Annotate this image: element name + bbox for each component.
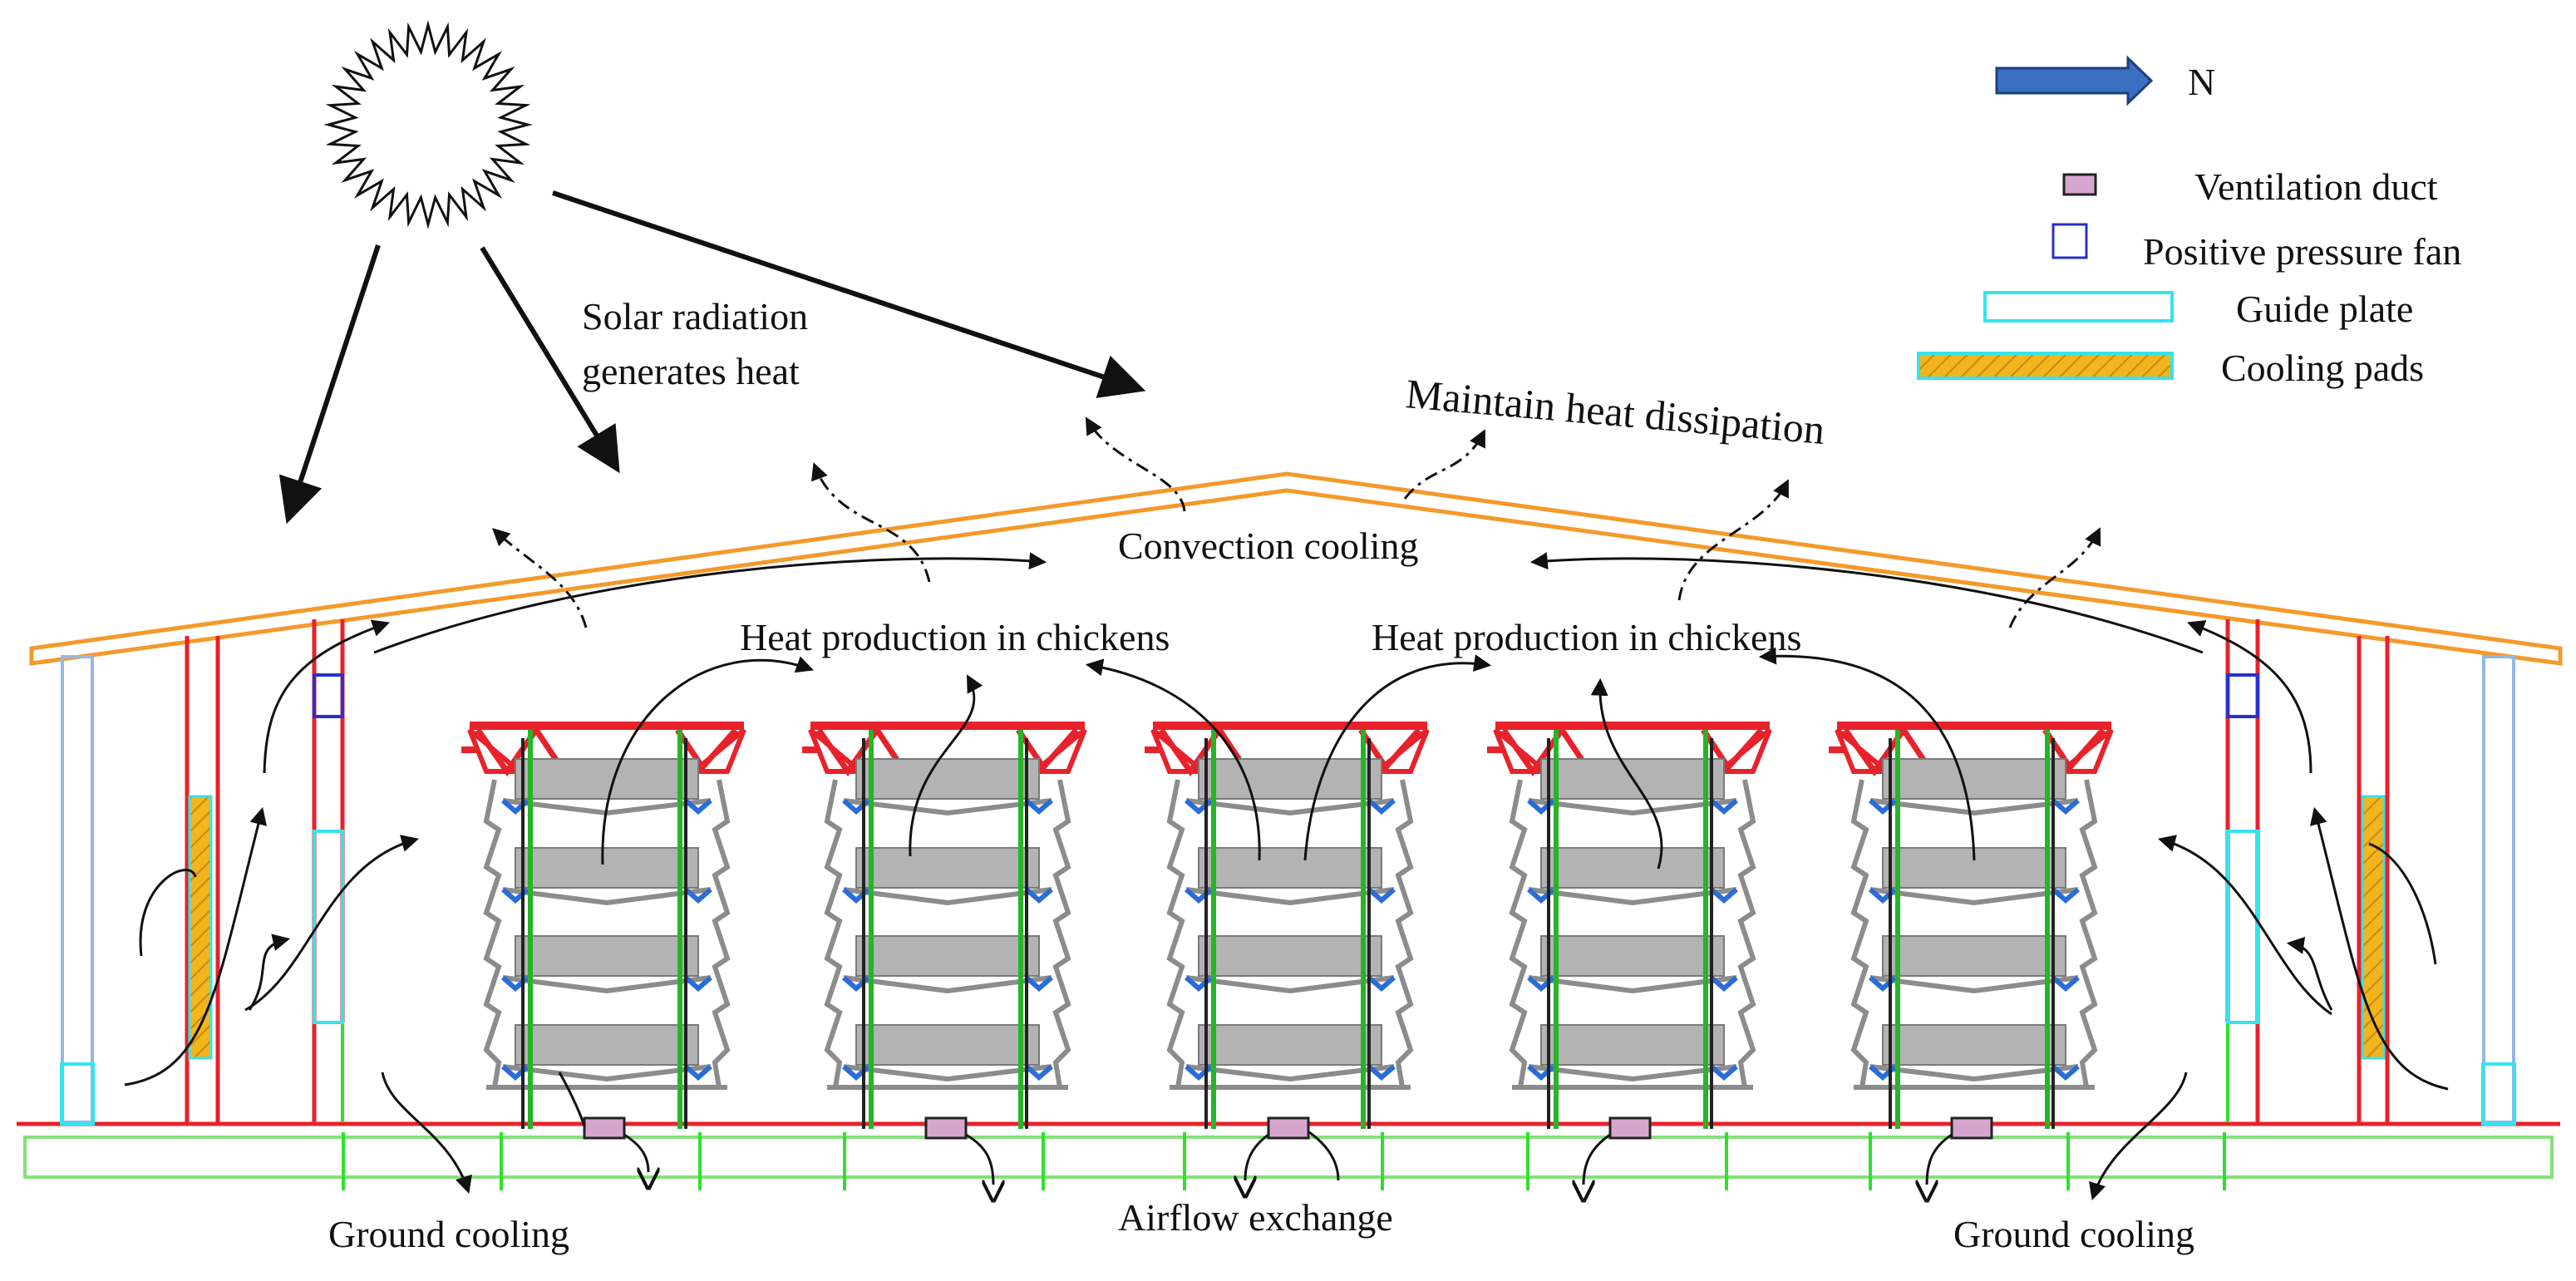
ventilation-ducts bbox=[583, 1116, 1993, 1140]
north-arrow-icon bbox=[1995, 55, 2154, 106]
heat-flow-arrows bbox=[263, 552, 2312, 870]
solar-radiation-label-1: Solar radiation bbox=[582, 295, 808, 337]
legend-fan-label: Positive pressure fan bbox=[2143, 230, 2461, 273]
airflow-label: Airflow exchange bbox=[1118, 1196, 1393, 1239]
inlet-airflow-arrows bbox=[124, 806, 2449, 1091]
sun-icon bbox=[323, 20, 533, 229]
cage-unit-2 bbox=[802, 722, 1085, 1129]
north-label: N bbox=[2188, 61, 2215, 103]
solar-radiation-arrows bbox=[278, 190, 1146, 525]
cage-unit-3 bbox=[1145, 722, 1427, 1129]
heat-chickens-right-label: Heat production in chickens bbox=[1372, 616, 1801, 658]
legend-pad-swatch bbox=[1917, 352, 2174, 380]
legend-fan-swatch bbox=[2051, 223, 2088, 259]
cage-unit-5 bbox=[1829, 722, 2111, 1129]
maintain-heat-label: Maintain heat dissipation bbox=[1404, 370, 1826, 453]
legend-guide-swatch bbox=[1983, 291, 2174, 323]
legend-guide-label: Guide plate bbox=[2236, 288, 2413, 330]
north-indicator: N bbox=[1995, 55, 2215, 106]
convection-label: Convection cooling bbox=[1118, 525, 1419, 567]
right-walls bbox=[2225, 619, 2516, 1126]
roof bbox=[29, 471, 2563, 666]
cage-unit-4 bbox=[1487, 722, 1770, 1129]
legend-duct-label: Ventilation duct bbox=[2194, 165, 2438, 208]
cage-unit-1 bbox=[461, 722, 744, 1129]
ground-cooling-right-label: Ground cooling bbox=[1953, 1213, 2194, 1255]
solar-radiation-label-2: generates heat bbox=[582, 350, 800, 392]
left-walls bbox=[60, 619, 345, 1126]
heat-dissipation-arrows bbox=[491, 416, 2101, 628]
ground-cooling-left-label: Ground cooling bbox=[328, 1213, 569, 1255]
heat-chickens-left-label: Heat production in chickens bbox=[740, 616, 1170, 658]
ground-cooling-arrows bbox=[381, 1072, 2188, 1197]
legend: Ventilation duct Positive pressure fan G… bbox=[1917, 165, 2461, 389]
legend-duct-swatch bbox=[2062, 173, 2097, 196]
legend-pad-label: Cooling pads bbox=[2221, 347, 2424, 389]
